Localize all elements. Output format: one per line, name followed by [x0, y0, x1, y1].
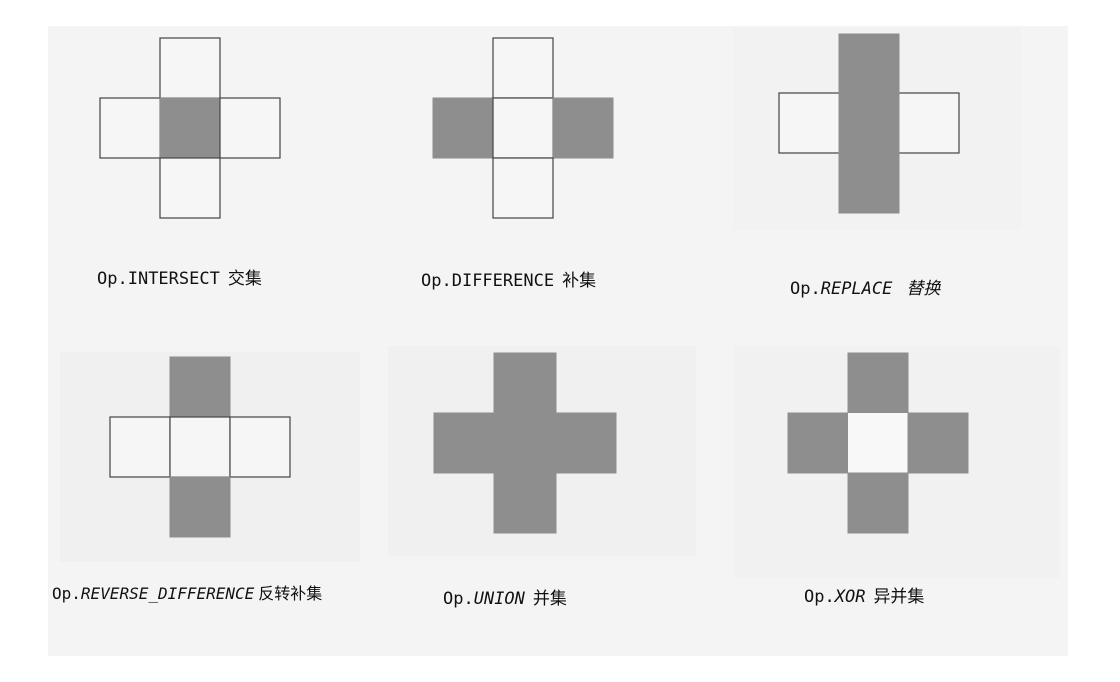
label-union-prefix: Op.: [443, 589, 474, 609]
diagram-difference: [432, 37, 614, 219]
label-xor: Op.XOR 异并集: [804, 582, 924, 607]
reverse-right-square: [229, 416, 291, 478]
xor-center-square: [848, 413, 908, 473]
label-union: Op.UNION 并集: [443, 584, 567, 609]
xor-left-square: [787, 412, 849, 474]
label-replace: Op.REPLACE 替换: [790, 274, 940, 299]
diagram-xor: [787, 352, 969, 534]
label-difference-prefix: Op.: [421, 271, 452, 291]
diagram-union: [433, 352, 617, 534]
reverse-top-square: [169, 356, 231, 418]
label-union-name: UNION: [473, 589, 525, 609]
label-reverse-name: REVERSE_DIFFERENCE: [80, 584, 255, 603]
union-horizontal-bar: [433, 412, 617, 474]
label-xor-prefix: Op.: [804, 587, 835, 607]
label-union-zh: 并集: [532, 589, 567, 609]
label-reverse-zh: 反转补集: [258, 584, 323, 603]
intersect-right-square: [219, 97, 281, 159]
label-reverse-prefix: Op.: [52, 584, 81, 603]
label-xor-name: XOR: [834, 587, 866, 607]
difference-center-square: [492, 97, 554, 159]
difference-top-square: [492, 37, 554, 99]
label-replace-prefix: Op.: [790, 279, 821, 299]
diagram-intersect: [99, 37, 281, 219]
diagram-reverse-difference: [109, 356, 291, 538]
label-intersect-prefix: Op.: [97, 269, 128, 289]
intersect-bottom-square: [159, 157, 221, 219]
xor-right-square: [907, 412, 969, 474]
diagram-replace: [778, 33, 960, 214]
label-difference: Op.DIFFERENCE 补集: [421, 266, 596, 291]
label-replace-zh: 替换: [906, 279, 941, 299]
difference-bottom-square: [492, 157, 554, 219]
label-xor-zh: 异并集: [873, 587, 925, 607]
intersect-left-square: [99, 97, 161, 159]
reverse-left-square: [109, 416, 171, 478]
intersect-center-square: [159, 97, 221, 159]
xor-bottom-square: [847, 472, 909, 534]
replace-vertical-bar: [838, 33, 900, 214]
reverse-bottom-square: [169, 476, 231, 538]
difference-left-square: [432, 97, 494, 159]
label-difference-zh: 补集: [562, 271, 597, 291]
label-replace-name: REPLACE: [820, 279, 893, 299]
label-difference-name: DIFFERENCE: [451, 271, 555, 291]
reverse-center-square: [169, 416, 231, 478]
label-intersect: Op.INTERSECT 交集: [97, 264, 262, 289]
label-intersect-name: INTERSECT: [127, 269, 220, 289]
difference-right-square: [552, 97, 614, 159]
xor-top-square: [847, 352, 909, 414]
intersect-top-square: [159, 37, 221, 99]
label-intersect-zh: 交集: [227, 269, 262, 289]
